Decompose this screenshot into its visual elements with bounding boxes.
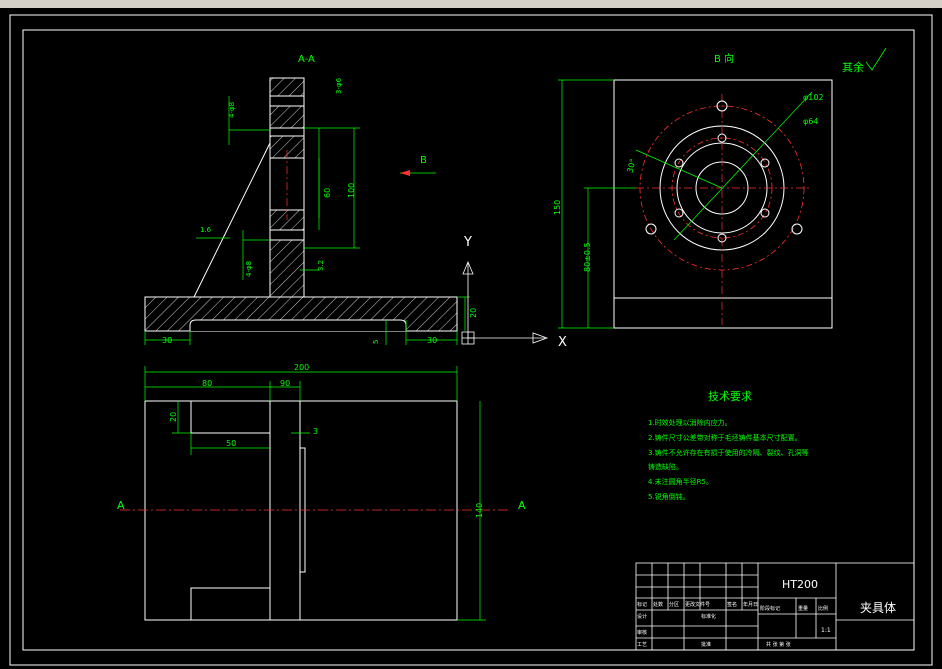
- dim-phi102: φ102: [803, 93, 824, 102]
- dim-5: 5: [372, 340, 380, 344]
- sheets-label: 共 张 第 张: [766, 641, 791, 648]
- tech-item-1: 1.时效处理以消除内应力。: [648, 418, 732, 427]
- tech-item-4: 铸造缺陷。: [648, 462, 683, 471]
- dim-30-right: 30: [427, 336, 437, 345]
- dim-90: 90: [280, 379, 290, 388]
- row-label-zone: 分区: [669, 601, 679, 608]
- standardize-label: 标准化: [701, 613, 716, 620]
- weight-label: 重量: [798, 605, 808, 612]
- dim-80pm: 80±0.5: [583, 242, 592, 272]
- part-name: 夹具体: [860, 601, 896, 615]
- dim-100: 100: [347, 183, 356, 198]
- dim-holes-top: 3-φ6: [335, 77, 343, 94]
- section-view-a-a: A-A: [144, 54, 458, 332]
- ratio-label: 比例: [818, 605, 828, 612]
- dim-200: 200: [294, 363, 309, 372]
- section-label: A-A: [298, 54, 315, 65]
- ucs-axes: [461, 260, 549, 345]
- tech-requirements: 技术要求 1.时效处理以消除内应力。 2.铸件尺寸公差带对称于毛坯铸件基本尺寸配…: [648, 390, 809, 501]
- dim-60: 60: [323, 188, 332, 198]
- view-b-dimensions: [558, 79, 636, 329]
- row-label-sign: 签名: [727, 601, 737, 608]
- dim-holes-left: 4-φ8: [228, 102, 236, 118]
- view-b-outline: [613, 79, 833, 329]
- top-view: [120, 400, 510, 621]
- view-b: B 向: [613, 52, 833, 329]
- tech-item-3: 3.铸件不允许存在有损于使用的冷隔、裂纹、孔洞等: [648, 448, 809, 457]
- window-toolbar-strip: [0, 0, 942, 8]
- base-groove: [189, 319, 407, 331]
- dim-30-left: 30: [162, 336, 172, 345]
- approve-label: 批准: [701, 641, 711, 648]
- dim-140: 140: [475, 503, 484, 518]
- surface-finish-note: 其余: [842, 60, 864, 74]
- title-block: [635, 562, 915, 651]
- dim-30deg: 30°: [625, 158, 637, 174]
- review-label: 审核: [637, 629, 647, 636]
- design-label: 设计: [637, 613, 647, 620]
- stage-mark-label: 阶段标记: [760, 605, 780, 612]
- section-mark-right: A: [518, 499, 526, 512]
- section-mark-left: A: [117, 499, 125, 512]
- axis-x-label: X: [558, 335, 567, 350]
- dim-3: 3: [313, 427, 318, 436]
- inner-border: [22, 29, 915, 651]
- view-b-arrow: [400, 170, 410, 176]
- tech-title: 技术要求: [708, 390, 752, 403]
- cad-drawing-canvas[interactable]: A-A 3: [0, 8, 942, 669]
- view-b-arrow-label: B: [420, 155, 427, 166]
- outer-border: [9, 14, 933, 666]
- dim-20-top: 20: [169, 412, 178, 422]
- dim-20: 20: [469, 308, 478, 318]
- process-label: 工艺: [637, 642, 647, 648]
- row-label-date: 年月日: [743, 601, 758, 608]
- top-view-outline: [144, 400, 458, 621]
- row-label-mark: 标记: [637, 601, 647, 608]
- view-b-label: B 向: [714, 52, 734, 65]
- dim-holes-bottom: 4-φ8: [245, 261, 253, 277]
- dim-80: 80: [202, 379, 212, 388]
- section-dimensions: [144, 96, 470, 345]
- axis-y-label: Y: [463, 235, 472, 250]
- tech-item-5: 4.未注圆角半径R5。: [648, 477, 713, 486]
- roughness-32: 3.2: [317, 260, 325, 271]
- scale-value: 1:1: [821, 627, 831, 634]
- tech-item-6: 5.锐角倒钝。: [648, 492, 690, 501]
- roughness-16: 1.6: [200, 226, 212, 234]
- dim-50: 50: [226, 439, 236, 448]
- dim-150: 150: [553, 200, 562, 215]
- row-label-count: 处数: [653, 601, 663, 608]
- top-view-dimensions: [144, 366, 486, 621]
- row-label-file: 更改文件号: [685, 601, 710, 608]
- dim-phi64: φ64: [803, 117, 818, 126]
- material: HT200: [782, 578, 818, 591]
- tech-item-2: 2.铸件尺寸公差带对称于毛坯铸件基本尺寸配置。: [648, 433, 802, 442]
- surface-finish-symbol: [865, 47, 887, 71]
